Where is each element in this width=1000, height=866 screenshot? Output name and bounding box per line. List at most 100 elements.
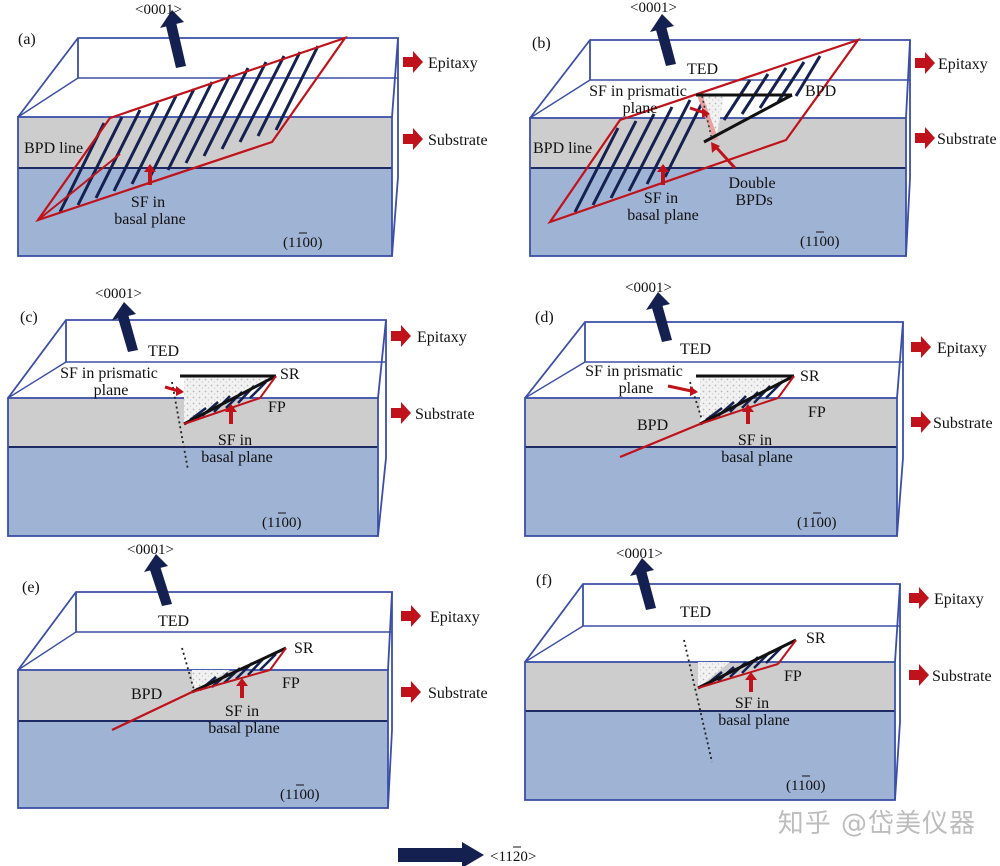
sf-label: SF in basal plane [718,695,790,729]
bpd-line-label: BPD line [24,140,83,157]
bpd-line [111,691,193,731]
prismatic-fault [698,662,730,688]
epitaxy-arrow [909,587,929,609]
epitaxy-arrow [911,336,931,358]
panel-a: <0001> (a) Epitaxy Substrate BPD line SF… [17,2,488,257]
basal-plane-hatching [58,45,320,213]
epitaxy-label: Epitaxy [417,329,467,346]
substrate-arrow [915,127,935,149]
face-label: (1100) [280,787,319,803]
face-label: (1100) [283,235,322,251]
panel-c: <0001> (c) Epitaxy Substrate TED SF in p… [7,286,475,537]
epitaxy-label: Epitaxy [430,609,480,626]
bottom-axis: <1120> [398,842,536,866]
basal-plane-outline [547,37,861,225]
basal-plane-outline [35,35,348,223]
c-axis-label: <0001> [625,280,672,296]
c-axis-arrow [118,314,138,352]
c-axis-arrow [652,304,672,342]
substrate-layer [8,447,378,536]
sr-label: SR [280,366,300,383]
substrate-layer [530,168,906,256]
face-label: (1100) [797,515,836,531]
epitaxy-label: Epitaxy [937,340,987,357]
bpd-label: BPD [805,83,836,100]
c-axis-label: <0001> [95,286,142,302]
ted-label: TED [158,613,189,630]
c-axis-arrow [150,566,172,606]
panel-label: (b) [532,35,551,52]
c-axis-arrow [656,26,676,66]
epitaxy-arrow [391,325,411,347]
epitaxy-label: Epitaxy [938,56,988,73]
substrate-arrow [391,402,411,424]
basal-plane-hatching [573,55,822,213]
ted-label: TED [148,343,179,360]
panel-label: (e) [22,579,40,596]
direction-arrow [398,842,484,866]
epitaxy-arrow [403,51,423,73]
ted-label: TED [680,341,711,358]
bpd-label: BPD [131,686,162,703]
panel-f: <0001> (f) Epitaxy Substrate TED SR FP S… [524,546,992,801]
double-bpd-pointer [713,144,737,170]
epitaxy-layer [525,398,897,447]
substrate-layer [525,711,895,800]
sf-label: SF in basal plane [208,703,280,737]
sr-label: SR [800,368,820,385]
panel-e: <0001> (e) Epitaxy Substrate TED SR FP B… [17,542,488,809]
bpd-line-label: BPD line [533,140,592,157]
sr-label: SR [294,640,314,657]
epitaxy-arrow [401,605,421,627]
watermark: 知乎 @岱美仪器 [777,809,976,839]
sf-label: SF in basal plane [201,432,273,466]
bpd-line [619,422,701,459]
panel-label: (c) [20,309,38,326]
substrate-arrow [401,681,421,703]
panel-b: <0001> (b) Epitaxy Substrate BPD line TE… [529,0,997,257]
ted-label: TED [687,61,718,78]
epitaxy-layer [8,398,378,447]
prismatic-label: SF in prismatic plane [585,363,687,397]
bpd-label: BPD [637,417,668,434]
panel-label: (d) [535,309,554,326]
substrate-label: Substrate [428,685,488,702]
face-label: (1100) [262,515,301,531]
substrate-label: Substrate [415,406,475,423]
fp-label: FP [784,668,802,685]
c-axis-label: <0001> [127,542,174,558]
substrate-label: Substrate [428,132,488,149]
sf-label: SF in basal plane [721,432,793,466]
substrate-arrow [403,128,423,150]
substrate-label: Substrate [937,131,997,148]
sr-label: SR [806,630,826,647]
fp-label: FP [268,399,286,416]
panel-d: <0001> (d) Epitaxy Substrate TED SF in p… [524,280,993,537]
box-frame [17,37,399,257]
prismatic-label: SF in prismatic plane [60,365,162,399]
epitaxy-layer [18,117,392,168]
substrate-layer [18,721,388,808]
epitaxy-label: Epitaxy [934,591,984,608]
c-axis-arrow [166,22,186,68]
face-label: (1100) [786,778,825,794]
substrate-label: Substrate [932,668,992,685]
double-bpds-label: Double BPDs [728,175,779,209]
substrate-layer [525,447,897,536]
fp-label: FP [808,404,826,421]
box-frame [524,321,904,537]
face-label: (1100) [800,234,839,250]
panel-label: (a) [18,31,36,48]
epitaxy-label: Epitaxy [428,55,478,72]
panel-label: (f) [536,572,552,589]
substrate-layer [18,168,392,256]
c-axis-arrow [636,570,656,610]
bottom-axis-label: <1120> [490,849,536,865]
c-axis-label: <0001> [135,2,182,18]
sf-label: SF in basal plane [627,190,699,224]
c-axis-label: <0001> [630,0,677,16]
box-frame [17,591,393,809]
prismatic-label: SF in prismatic plane [589,83,691,117]
epitaxy-arrow [915,52,935,74]
